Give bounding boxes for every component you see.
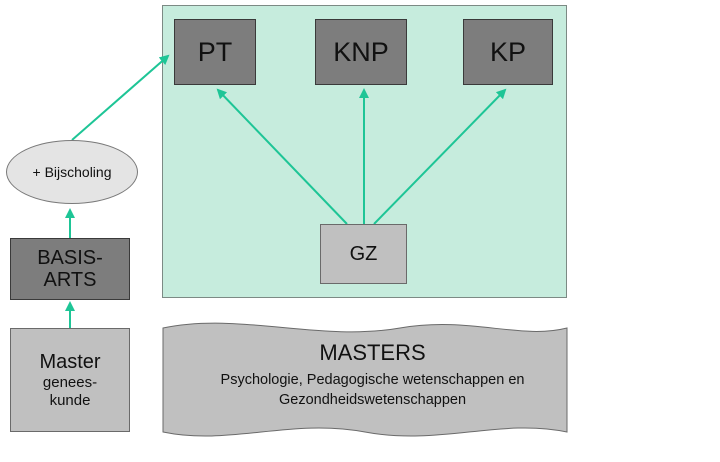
masters-subtitle-line2: Gezondheidswetenschappen — [278, 392, 467, 409]
arrow-bijscholing-to-pt — [71, 54, 170, 141]
knp-label: KNP — [333, 36, 389, 67]
gz-label: GZ — [349, 242, 378, 265]
masters-title: MASTERS — [319, 340, 426, 365]
arrow-gz-to-kp — [373, 88, 507, 225]
basisarts-box: BASIS- ARTS — [10, 238, 130, 300]
master-label-line1: Master — [39, 351, 101, 374]
knp-box: KNP — [315, 19, 407, 85]
pt-label: PT — [197, 36, 233, 67]
gz-box: GZ — [320, 224, 407, 284]
masters-banner — [162, 322, 568, 437]
master-label-line2: genees- — [42, 374, 98, 392]
basisarts-label-line2: ARTS — [43, 269, 97, 291]
masters-subtitle-line1: Psychologie, Pedagogische wetenschappen … — [220, 372, 525, 388]
arrow-gz-to-pt — [216, 88, 348, 225]
basisarts-label-line1: BASIS- — [37, 247, 103, 269]
kp-label: KP — [489, 36, 527, 67]
bijscholing-label: + Bijscholing — [32, 164, 112, 180]
master-label-line3: kunde — [49, 391, 91, 409]
masters-banner-text: MASTERS Psychologie, Pedagogische wetens… — [175, 340, 570, 411]
pt-box: PT — [174, 19, 256, 85]
master-geneeskunde-box: Master genees- kunde — [10, 328, 130, 432]
kp-box: KP — [463, 19, 553, 85]
bijscholing-ellipse: + Bijscholing — [6, 140, 138, 204]
